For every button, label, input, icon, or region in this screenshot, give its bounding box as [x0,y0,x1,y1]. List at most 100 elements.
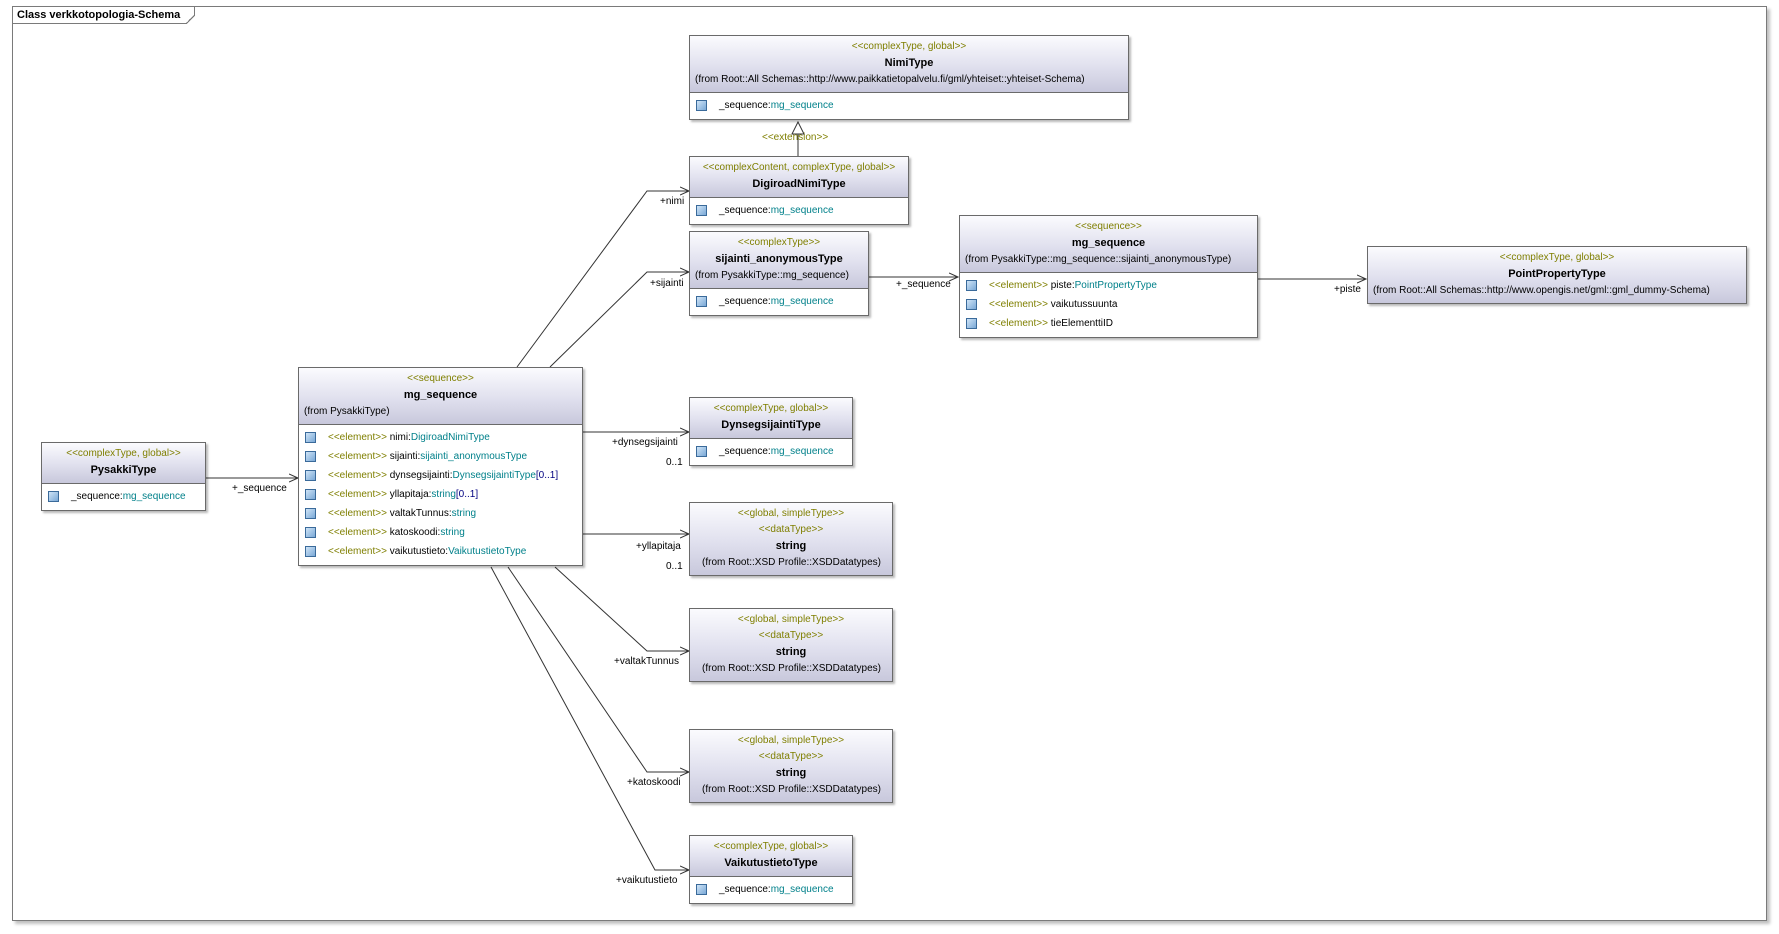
attribute-name: _sequence: [71,491,123,502]
attribute-row[interactable]: <<element>> dynsegsijainti:Dynsegsijaint… [303,466,578,485]
class-name: PointPropertyType [1508,268,1606,280]
edge-nimi [516,191,689,368]
attribute-stereotype: <<element>> [328,432,387,443]
attribute-icon [305,469,316,481]
attribute-icon [966,279,977,291]
attribute-row[interactable]: <<element>> valtakTunnus:string [303,504,578,523]
attribute-icon [966,298,977,310]
attribute-type: mg_sequence [770,100,834,111]
attribute-row[interactable]: _sequence:mg_sequence [694,442,848,461]
attribute-name: vaikutustieto: [389,546,449,557]
attribute-row[interactable]: <<element>> tieElementtiID [964,314,1253,333]
class-origin: (from Root::XSD Profile::XSDDatatypes) [702,663,881,674]
label-yllapitaja-multiplicity: 0..1 [666,561,683,572]
attribute-type: DynsegsijaintiType [452,470,536,481]
attribute-name: _sequence: [719,100,771,111]
class-stereotype: <<global, simpleType>> [737,735,845,746]
class-mg-sequence-pysakki[interactable]: <<sequence>> mg_sequence (from PysakkiTy… [298,367,583,566]
label-vaikutustieto: +vaikutustieto [616,875,678,886]
diagram-title: Class verkkotopologia-Schema [13,7,196,24]
attribute-row[interactable]: <<element>> piste:PointPropertyType [964,276,1253,295]
class-stereotype: <<complexType, global>> [66,448,181,459]
attribute-name: tieElementtiID [1050,318,1113,329]
class-string-yllapitaja[interactable]: <<global, simpleType>> <<dataType>> stri… [689,502,893,576]
attribute-icon [696,295,707,307]
attribute-row[interactable]: _sequence:mg_sequence [694,292,864,311]
label-sijainti: +sijainti [650,278,684,289]
attribute-row[interactable]: <<element>> yllapitaja:string[0..1] [303,485,578,504]
attribute-icon [305,545,316,557]
class-vaikutustietotype[interactable]: <<complexType, global>> VaikutustietoTyp… [689,835,853,904]
attribute-name: _sequence: [719,296,771,307]
attribute-name: yllapitaja: [389,489,432,500]
attribute-icon [696,204,707,216]
label-sijainti-sequence: +_sequence [896,279,951,290]
attribute-icon [696,445,707,457]
attribute-stereotype: <<element>> [328,451,387,462]
class-name: string [775,646,807,658]
attribute-stereotype: <<element>> [989,299,1048,310]
class-name: mg_sequence [1071,237,1146,249]
class-stereotype-secondary: <<dataType>> [758,630,824,641]
class-pointpropertytype[interactable]: <<complexType, global>> PointPropertyTyp… [1367,246,1747,304]
label-nimi: +nimi [660,196,685,207]
class-mg-sequence-sijainti[interactable]: <<sequence>> mg_sequence (from PysakkiTy… [959,215,1258,338]
attribute-type: mg_sequence [122,491,186,502]
attribute-row[interactable]: _sequence:mg_sequence [694,880,848,899]
attribute-row[interactable]: <<element>> sijainti:sijainti_anonymousT… [303,447,578,466]
label-dynsegsijainti: +dynsegsijainti [612,437,678,448]
class-name: mg_sequence [403,389,478,401]
attribute-stereotype: <<element>> [989,280,1048,291]
class-nimitype[interactable]: <<complexType, global>> NimiType (from R… [689,35,1129,120]
class-name: VaikutustietoType [724,857,818,869]
class-string-katoskoodi[interactable]: <<global, simpleType>> <<dataType>> stri… [689,729,893,803]
attribute-type: string [451,508,477,519]
class-origin: (from Root::XSD Profile::XSDDatatypes) [702,784,881,795]
attribute-type: VaikutustietoType [448,546,527,557]
class-digiroadnimitype[interactable]: <<complexContent, complexType, global>> … [689,156,909,225]
attribute-row[interactable]: _sequence:mg_sequence [694,96,1124,115]
class-pysakkitype[interactable]: <<complexType, global>> PysakkiType _seq… [41,442,206,511]
attribute-row[interactable]: _sequence:mg_sequence [46,487,201,506]
class-sijainti-anonymoustype[interactable]: <<complexType>> sijainti_anonymousType (… [689,231,869,316]
attribute-row[interactable]: _sequence:mg_sequence [694,201,904,220]
label-piste: +piste [1334,284,1361,295]
class-stereotype: <<complexType, global>> [713,841,829,852]
attribute-row[interactable]: <<element>> vaikutussuunta [964,295,1253,314]
class-stereotype: <<sequence>> [1075,221,1142,232]
label-dynsegsijainti-multiplicity: 0..1 [666,457,683,468]
attribute-name: valtakTunnus: [389,508,452,519]
class-name: sijainti_anonymousType [715,253,843,265]
class-dynsegsijaintitype[interactable]: <<complexType, global>> DynsegsijaintiTy… [689,397,853,466]
attribute-type: string [440,527,465,538]
attribute-type: string [431,489,456,500]
attribute-type: mg_sequence [770,446,834,457]
attribute-multiplicity: [0..1] [535,470,559,481]
attribute-name: _sequence: [719,884,771,895]
attribute-type: DigiroadNimiType [410,432,490,443]
edge-vaikutustieto [490,566,689,870]
class-stereotype-secondary: <<dataType>> [758,751,824,762]
attribute-icon [696,883,707,895]
class-origin: (from PysakkiType::mg_sequence) [695,270,849,281]
attribute-row[interactable]: <<element>> vaikutustieto:VaikutustietoT… [303,542,578,561]
attribute-stereotype: <<element>> [328,489,387,500]
attribute-icon [966,317,977,329]
class-origin: (from Root::All Schemas::http://www.open… [1373,285,1710,296]
attribute-row[interactable]: <<element>> katoskoodi:string [303,523,578,542]
class-string-valtaktunnus[interactable]: <<global, simpleType>> <<dataType>> stri… [689,608,893,682]
attribute-stereotype: <<element>> [328,508,387,519]
class-name: DigiroadNimiType [752,178,846,190]
attribute-name: vaikutussuunta [1050,299,1118,310]
attribute-row[interactable]: <<element>> nimi:DigiroadNimiType [303,428,578,447]
attribute-type: PointPropertyType [1074,280,1157,291]
class-stereotype: <<complexType, global>> [851,41,967,52]
attribute-stereotype: <<element>> [989,318,1048,329]
attribute-type: sijainti_anonymousType [420,451,528,462]
extension-arrowhead [791,120,805,135]
attribute-icon [48,490,59,502]
edge-sijainti [549,272,689,368]
class-stereotype: <<global, simpleType>> [737,614,845,625]
attribute-multiplicity: [0..1] [455,489,479,500]
